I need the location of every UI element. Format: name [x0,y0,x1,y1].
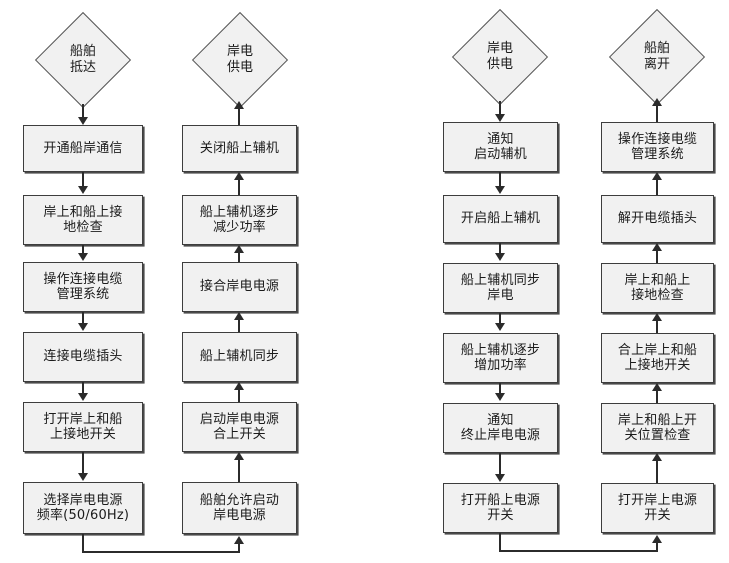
node-col2-3[interactable]: 接合岸电电源 [182,262,297,312]
node-col1-5[interactable]: 打开岸上和船 上接地开关 [23,402,143,452]
node-col2-6[interactable]: 船舶允许启动 岸电电源 [182,482,297,534]
node-col4-6[interactable]: 打开岸上电源 开关 [601,483,714,533]
arrowhead-col4-1-t [652,98,662,106]
node-col4-1[interactable]: 操作连接电缆 管理系统 [601,122,714,172]
arrowhead-col2-1-t [234,101,244,109]
node-col1-4[interactable]: 连接电缆插头 [23,332,143,382]
node-col2-4[interactable]: 船上辅机同步 [182,332,297,382]
node-col4-4[interactable]: 合上岸上和船 上接地开关 [601,333,714,383]
terminator-col3: 岸电 供电 [451,8,549,105]
arrowhead-col4-5-4 [652,383,662,391]
arrowhead-col2-5-4 [234,382,244,390]
connector-col3-t-1 [499,101,501,115]
connector-col4-5-4 [656,391,658,403]
crosslink-2-across [499,550,658,552]
arrowhead-col3-t-1 [495,114,505,122]
terminator-col2: 岸电 供电 [191,11,289,108]
terminator-col2-label: 岸电 供电 [226,43,253,75]
crosslink-2-up [656,543,658,552]
connector-col2-1-t [238,108,240,125]
connector-col4-6-5 [656,461,658,483]
arrowhead-col1-3-4 [78,323,88,331]
crosslink-1-down [82,534,84,553]
connector-col2-3-2 [238,253,240,262]
node-col4-5[interactable]: 岸上和船上开 关位置检查 [601,403,714,453]
arrowhead-col2-6-5 [234,452,244,460]
node-col1-6[interactable]: 选择岸电电源 频率(50/60Hz) [23,482,143,534]
arrowhead-crosslink-2 [652,535,662,543]
connector-col2-5-4 [238,390,240,402]
arrowhead-col1-5-6 [78,473,88,481]
arrowhead-col4-2-1 [652,172,662,180]
connector-col3-1-2 [499,172,501,186]
node-col4-2[interactable]: 解开电缆插头 [601,195,714,243]
arrowhead-col3-1-2 [495,186,505,194]
arrowhead-col3-4-5 [495,393,505,401]
arrowhead-crosslink-1 [234,536,244,544]
arrowhead-col4-3-2 [652,243,662,251]
arrowhead-col2-2-1 [234,172,244,180]
connector-col1-1-2 [82,172,84,186]
crosslink-2-down [499,533,501,552]
arrowhead-col3-3-4 [495,323,505,331]
connector-col2-6-5 [238,460,240,482]
node-col3-3[interactable]: 船上辅机同步 岸电 [443,263,558,313]
node-col1-3[interactable]: 操作连接电缆 管理系统 [23,262,143,312]
arrowhead-col3-5-6 [495,474,505,482]
arrowhead-col1-4-5 [78,393,88,401]
connector-col3-4-5 [499,383,501,394]
node-col1-1[interactable]: 开通船岸通信 [23,125,143,172]
crosslink-1-up [238,544,240,553]
terminator-col3-label: 岸电 供电 [486,40,513,72]
arrowhead-col2-3-2 [234,245,244,253]
connector-col3-3-4 [499,313,501,324]
node-col3-4[interactable]: 船上辅机逐步 增加功率 [443,333,558,383]
connector-col4-1-t [656,105,658,122]
node-col3-1[interactable]: 通知 启动辅机 [443,122,558,172]
terminator-col4: 船舶 离开 [608,8,706,105]
connector-col2-2-1 [238,180,240,195]
connector-col4-4-3 [656,321,658,333]
connector-col4-3-2 [656,251,658,263]
crosslink-1-across [82,551,240,553]
connector-col2-4-3 [238,320,240,332]
connector-col1-4-5 [82,382,84,394]
arrowhead-col1-1-2 [78,186,88,194]
node-col3-5[interactable]: 通知 终止岸电电源 [443,403,558,453]
terminator-col1: 船舶 抵达 [34,11,132,108]
node-col3-6[interactable]: 打开船上电源 开关 [443,483,558,533]
connector-col1-5-6 [82,452,84,474]
arrowhead-col4-4-3 [652,313,662,321]
terminator-col1-label: 船舶 抵达 [69,43,96,75]
node-col1-2[interactable]: 岸上和船上接 地检查 [23,195,143,245]
arrowhead-col1-t-1 [78,117,88,125]
node-col2-2[interactable]: 船上辅机逐步 减少功率 [182,195,297,245]
arrowhead-col1-2-3 [78,253,88,261]
arrowhead-col2-4-3 [234,312,244,320]
node-col2-5[interactable]: 启动岸电电源 合上开关 [182,402,297,452]
arrowhead-col4-6-5 [652,453,662,461]
connector-col1-3-4 [82,312,84,324]
terminator-col4-label: 船舶 离开 [643,40,670,72]
node-col3-2[interactable]: 开启船上辅机 [443,195,558,243]
connector-col3-2-3 [499,243,501,254]
node-col4-3[interactable]: 岸上和船上 接地检查 [601,263,714,313]
arrowhead-col3-2-3 [495,253,505,261]
connector-col3-5-6 [499,453,501,475]
node-col2-1[interactable]: 关闭船上辅机 [182,125,297,172]
connector-col1-2-3 [82,245,84,254]
connector-col4-2-1 [656,180,658,195]
connector-col1-t-1 [82,104,84,120]
